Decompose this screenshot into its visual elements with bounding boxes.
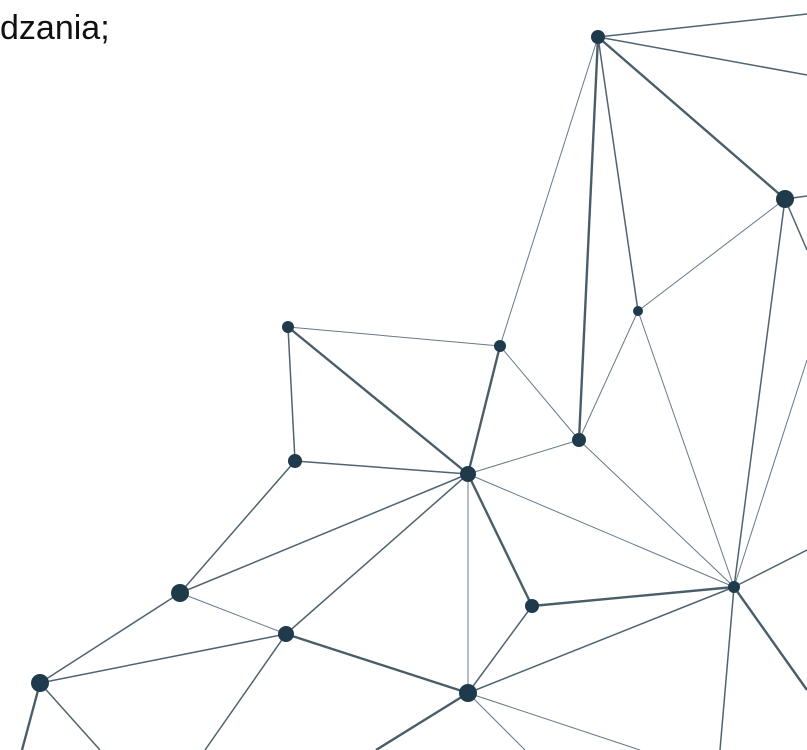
- edge: [287, 326, 501, 347]
- network-node: [171, 584, 189, 602]
- edge: [467, 692, 641, 750]
- edge: [467, 692, 526, 750]
- edge: [467, 605, 533, 694]
- edge: [597, 36, 639, 312]
- edge: [597, 36, 786, 200]
- edge: [499, 36, 599, 347]
- edge: [637, 198, 786, 312]
- slide-text-fragment: dzania;: [0, 9, 110, 47]
- network-node: [572, 433, 586, 447]
- edge: [285, 632, 469, 695]
- edge: [499, 345, 580, 441]
- edge: [375, 691, 469, 750]
- edge: [578, 439, 735, 588]
- network-edges: [20, 13, 807, 750]
- edge: [733, 586, 807, 691]
- edge: [637, 310, 735, 588]
- edge: [39, 682, 101, 750]
- edge: [531, 585, 735, 608]
- network-node: [591, 30, 605, 44]
- edge: [39, 633, 287, 684]
- network-node: [525, 599, 539, 613]
- edge: [466, 345, 502, 475]
- edge: [179, 592, 287, 635]
- network-nodes: [31, 30, 794, 702]
- edge: [578, 310, 639, 441]
- edge: [466, 473, 534, 607]
- edge: [285, 473, 469, 635]
- edge: [287, 326, 469, 475]
- edge: [577, 36, 600, 441]
- edge: [784, 198, 807, 251]
- network-node: [459, 684, 477, 702]
- network-node: [633, 306, 643, 316]
- edge: [467, 439, 580, 475]
- network-node: [31, 674, 49, 692]
- edge: [179, 473, 469, 594]
- network-node: [460, 466, 476, 482]
- edge: [719, 586, 735, 750]
- edge: [20, 682, 42, 750]
- edge: [39, 592, 181, 684]
- edge: [733, 198, 786, 588]
- network-node: [282, 321, 294, 333]
- edge: [467, 586, 735, 694]
- edge: [733, 549, 807, 588]
- network-node: [288, 454, 302, 468]
- edge: [597, 13, 807, 38]
- edge: [204, 633, 287, 750]
- network-node: [494, 340, 506, 352]
- network-node: [278, 626, 294, 642]
- edge: [733, 359, 807, 588]
- edge: [467, 473, 735, 588]
- edge: [597, 36, 807, 76]
- network-node: [728, 581, 740, 593]
- edge: [179, 460, 296, 594]
- network-node: [776, 190, 794, 208]
- edge: [294, 460, 469, 475]
- edge: [287, 326, 296, 462]
